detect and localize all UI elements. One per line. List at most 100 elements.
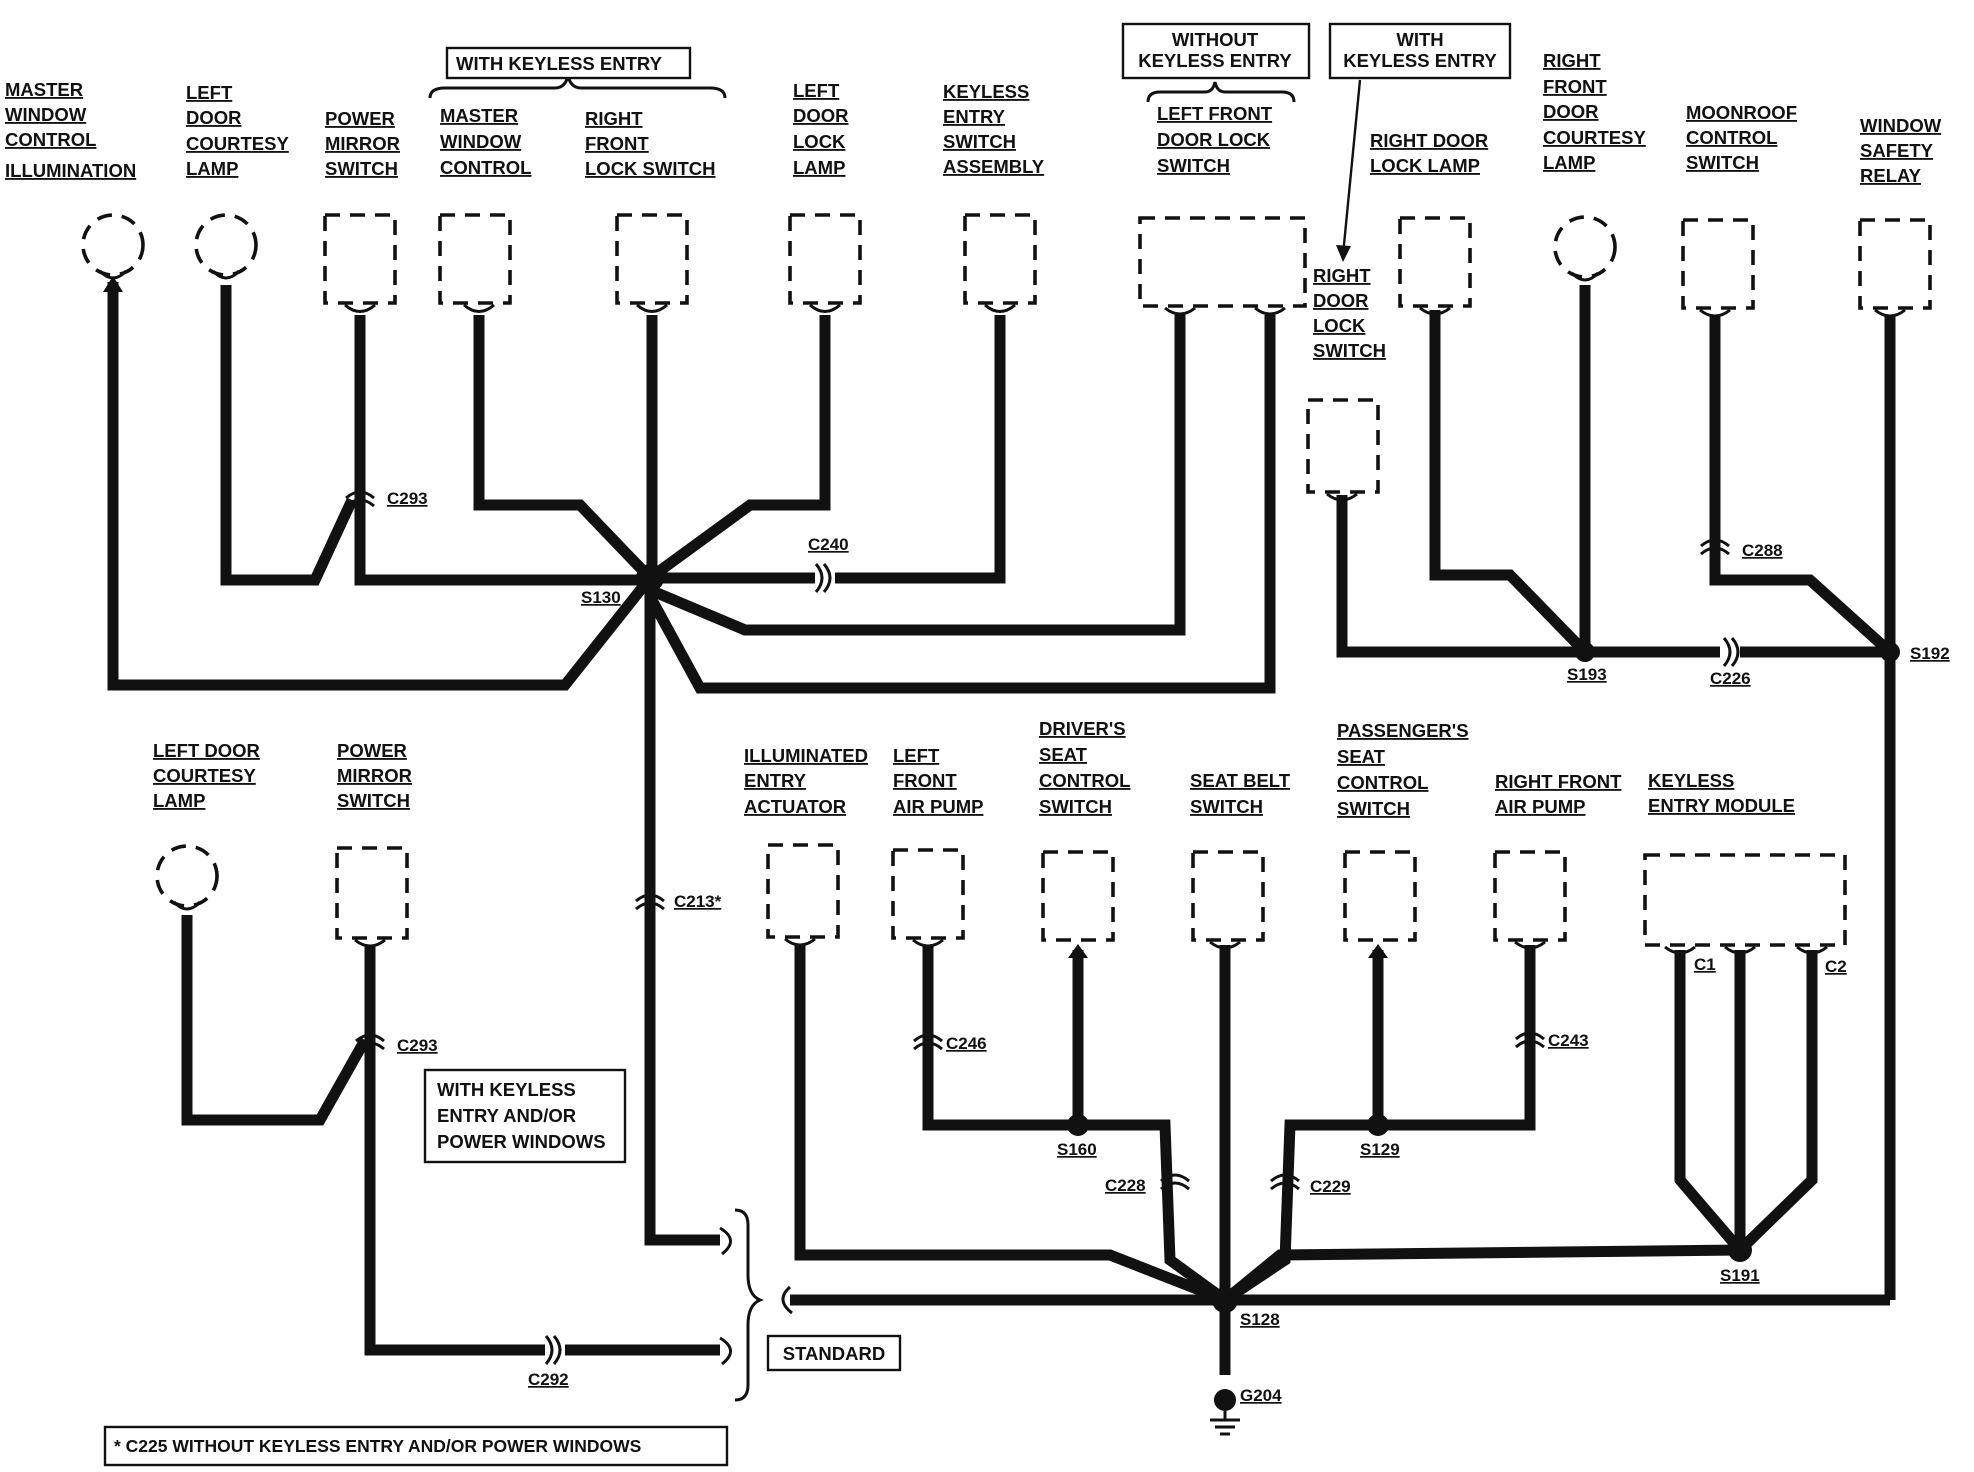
svg-text:LAMP: LAMP — [1543, 152, 1595, 173]
svg-text:LEFT FRONT: LEFT FRONT — [1157, 103, 1273, 124]
svg-text:CONTROL: CONTROL — [5, 129, 96, 150]
label-window-safety-relay: WINDOW SAFETY RELAY — [1860, 115, 1942, 186]
svg-text:DOOR LOCK: DOOR LOCK — [1157, 129, 1271, 150]
svg-text:SWITCH: SWITCH — [1157, 155, 1230, 176]
note-without-keyless-entry: WITHOUT KEYLESS ENTRY — [1121, 22, 1311, 80]
svg-text:LOCK: LOCK — [1313, 315, 1366, 336]
label-left-front-door-lock-switch: LEFT FRONT DOOR LOCK SWITCH — [1157, 103, 1273, 176]
bracket-without-keyless — [1146, 81, 1296, 103]
footnote: * C225 WITHOUT KEYLESS ENTRY AND/OR POWE… — [103, 1425, 729, 1467]
svg-text:S193: S193 — [1567, 665, 1607, 684]
svg-text:STANDARD: STANDARD — [783, 1343, 885, 1364]
svg-text:COURTESY: COURTESY — [153, 765, 256, 786]
label-left-front-air-pump: LEFT FRONT AIR PUMP — [893, 745, 983, 817]
svg-text:AIR PUMP: AIR PUMP — [893, 796, 983, 817]
svg-text:ACTUATOR: ACTUATOR — [744, 796, 846, 817]
svg-text:SAFETY: SAFETY — [1860, 140, 1934, 161]
svg-text:SEAT BELT: SEAT BELT — [1190, 770, 1291, 791]
label-right-door-lock-switch: RIGHT DOOR LOCK SWITCH — [1313, 265, 1386, 361]
label-power-mirror-switch-bottom: POWER MIRROR SWITCH — [337, 740, 412, 811]
connector-c226 — [1722, 636, 1740, 668]
svg-text:SWITCH: SWITCH — [1686, 152, 1759, 173]
label-left-door-lock-lamp: LEFT DOOR LOCK LAMP — [793, 80, 849, 178]
svg-text:RELAY: RELAY — [1860, 165, 1922, 186]
connector-c292 — [544, 1334, 562, 1366]
note-with-keyless-entry-top: WITH KEYLESS ENTRY — [445, 46, 692, 80]
svg-text:KEYLESS ENTRY: KEYLESS ENTRY — [1138, 50, 1292, 71]
svg-text:POWER: POWER — [337, 740, 407, 761]
svg-text:SWITCH: SWITCH — [1313, 340, 1386, 361]
svg-text:C213*: C213* — [674, 892, 722, 911]
svg-text:LAMP: LAMP — [153, 790, 205, 811]
svg-text:SWITCH: SWITCH — [337, 790, 410, 811]
svg-text:C293: C293 — [387, 489, 428, 508]
svg-text:SWITCH: SWITCH — [325, 158, 398, 179]
svg-text:G204: G204 — [1240, 1386, 1282, 1405]
svg-text:LEFT: LEFT — [186, 82, 233, 103]
bottom-left-harness-wires — [181, 915, 1225, 1356]
svg-text:PASSENGER'S: PASSENGER'S — [1337, 720, 1469, 741]
label-keyless-entry-switch-assembly: KEYLESS ENTRY SWITCH ASSEMBLY — [943, 81, 1045, 177]
lamp-icon — [194, 213, 258, 280]
svg-text:RIGHT: RIGHT — [585, 108, 643, 129]
svg-text:KEYLESS ENTRY: KEYLESS ENTRY — [1343, 50, 1497, 71]
svg-text:ILLUMINATION: ILLUMINATION — [5, 160, 136, 181]
switch-box-icon — [323, 213, 1932, 494]
label-left-door-courtesy-lamp-bottom: LEFT DOOR COURTESY LAMP — [153, 740, 260, 811]
lamp-icon — [1553, 215, 1617, 282]
svg-text:AIR PUMP: AIR PUMP — [1495, 796, 1585, 817]
svg-text:SWITCH: SWITCH — [1190, 796, 1263, 817]
svg-text:C1: C1 — [1694, 955, 1716, 974]
ground-label: G204 — [1240, 1386, 1282, 1405]
bracket-with-keyless-top — [428, 75, 727, 99]
svg-text:MOONROOF: MOONROOF — [1686, 102, 1797, 123]
svg-text:CONTROL: CONTROL — [1039, 770, 1130, 791]
svg-text:POWER WINDOWS: POWER WINDOWS — [437, 1131, 606, 1152]
svg-text:S160: S160 — [1057, 1140, 1097, 1159]
svg-text:ENTRY: ENTRY — [744, 770, 807, 791]
splice-labels: S130 S193 S192 S160 S129 S191 S128 — [581, 588, 1950, 1329]
svg-text:FRONT: FRONT — [585, 133, 649, 154]
svg-text:C240: C240 — [808, 535, 849, 554]
svg-text:LEFT DOOR: LEFT DOOR — [153, 740, 260, 761]
label-right-front-lock-switch: RIGHT FRONT LOCK SWITCH — [585, 108, 716, 179]
switch-box-icon — [335, 843, 1847, 947]
svg-text:C288: C288 — [1742, 541, 1783, 560]
svg-text:LEFT: LEFT — [793, 80, 840, 101]
svg-text:RIGHT: RIGHT — [1543, 50, 1601, 71]
label-keyless-entry-module: KEYLESS ENTRY MODULE — [1648, 770, 1795, 816]
svg-text:ENTRY MODULE: ENTRY MODULE — [1648, 795, 1795, 816]
svg-text:LOCK SWITCH: LOCK SWITCH — [585, 158, 716, 179]
svg-text:MIRROR: MIRROR — [337, 765, 412, 786]
label-right-door-lock-lamp: RIGHT DOOR LOCK LAMP — [1370, 130, 1488, 176]
svg-text:WINDOW: WINDOW — [5, 104, 87, 125]
label-drivers-seat-control-switch: DRIVER'S SEAT CONTROL SWITCH — [1039, 718, 1130, 817]
label-seat-belt-switch: SEAT BELT SWITCH — [1190, 770, 1291, 817]
svg-text:S191: S191 — [1720, 1266, 1760, 1285]
bracket-standard — [734, 1208, 764, 1402]
connector-icon — [719, 1226, 793, 1366]
svg-text:* C225 WITHOUT KEYLESS ENTRY A: * C225 WITHOUT KEYLESS ENTRY AND/OR POWE… — [114, 1436, 641, 1456]
svg-text:CONTROL: CONTROL — [1686, 127, 1777, 148]
svg-text:WINDOW: WINDOW — [1860, 115, 1942, 136]
label-right-front-air-pump: RIGHT FRONT AIR PUMP — [1495, 771, 1622, 817]
splice-dot-icon — [636, 564, 1900, 1313]
svg-text:S192: S192 — [1910, 644, 1950, 663]
label-passengers-seat-control-switch: PASSENGER'S SEAT CONTROL SWITCH — [1337, 720, 1469, 819]
svg-text:COURTESY: COURTESY — [186, 133, 289, 154]
svg-text:ENTRY AND/OR: ENTRY AND/OR — [437, 1105, 576, 1126]
svg-text:ILLUMINATED: ILLUMINATED — [744, 745, 868, 766]
label-moonroof-control-switch: MOONROOF CONTROL SWITCH — [1686, 102, 1797, 173]
svg-text:LOCK: LOCK — [793, 131, 846, 152]
svg-text:MASTER: MASTER — [440, 105, 518, 126]
svg-text:WINDOW: WINDOW — [440, 131, 522, 152]
svg-text:COURTESY: COURTESY — [1543, 127, 1646, 148]
svg-text:DOOR: DOOR — [1313, 290, 1369, 311]
svg-text:ASSEMBLY: ASSEMBLY — [943, 156, 1045, 177]
svg-text:SEAT: SEAT — [1039, 744, 1088, 765]
note-with-keyless-entry-right: WITH KEYLESS ENTRY — [1328, 22, 1512, 80]
svg-text:LOCK LAMP: LOCK LAMP — [1370, 155, 1480, 176]
lamp-icon — [81, 213, 145, 280]
svg-text:MIRROR: MIRROR — [325, 133, 400, 154]
